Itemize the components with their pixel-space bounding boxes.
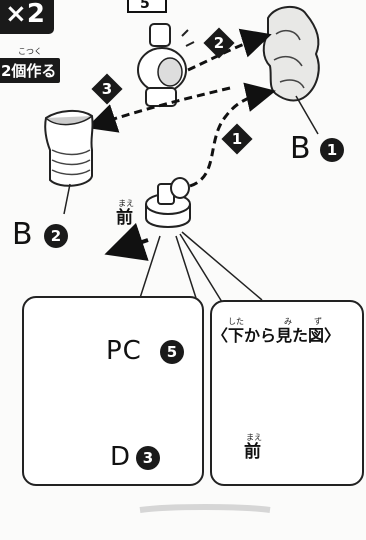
make-ruby: こつく [18, 47, 42, 56]
front-ruby: まえ [118, 199, 134, 208]
bottom-view-title: 〈下から見た図〉 [212, 326, 341, 345]
bottom-view-ruby-mid: み [284, 317, 292, 326]
callout-d3-number: 3 [136, 446, 160, 470]
bottom-view-ruby-right: ず [314, 317, 322, 326]
bottom-view-front-label: 前 [244, 442, 261, 462]
step-3-marker: 3 [91, 73, 123, 105]
detail-panel-left [22, 296, 204, 486]
callout-pc5-letter: PC [106, 336, 142, 366]
part-b2 [44, 110, 94, 215]
callout-b1-letter: B [290, 131, 312, 166]
part-number-label: 5 [140, 0, 150, 12]
step-2-marker: 2 [203, 27, 235, 59]
detail-panel-bottom-view [210, 300, 364, 486]
callout-d3: D [110, 444, 131, 470]
quantity-badge: ×2 [0, 0, 54, 34]
part-number-box [127, 0, 167, 13]
callout-d3-letter: D [110, 442, 132, 472]
bottom-view-ruby-left: した [228, 317, 244, 326]
callout-b2: B [12, 220, 34, 250]
step-1-marker: 1 [221, 123, 253, 155]
callout-b1-number: 1 [320, 138, 344, 162]
part-b1 [262, 6, 320, 135]
part-joint-upper [137, 23, 195, 107]
callout-b2-number: 2 [44, 224, 68, 248]
callout-b2-letter: B [12, 217, 34, 252]
callout-pc5-number: 5 [160, 340, 184, 364]
part-assembled-joint [145, 177, 191, 228]
front-label: 前 [116, 208, 133, 228]
callout-b1: B [290, 134, 312, 164]
make-two-label: 2個作る [0, 58, 61, 83]
callout-pc5: PC [106, 338, 142, 364]
bottom-view-front-ruby: まえ [246, 433, 262, 442]
